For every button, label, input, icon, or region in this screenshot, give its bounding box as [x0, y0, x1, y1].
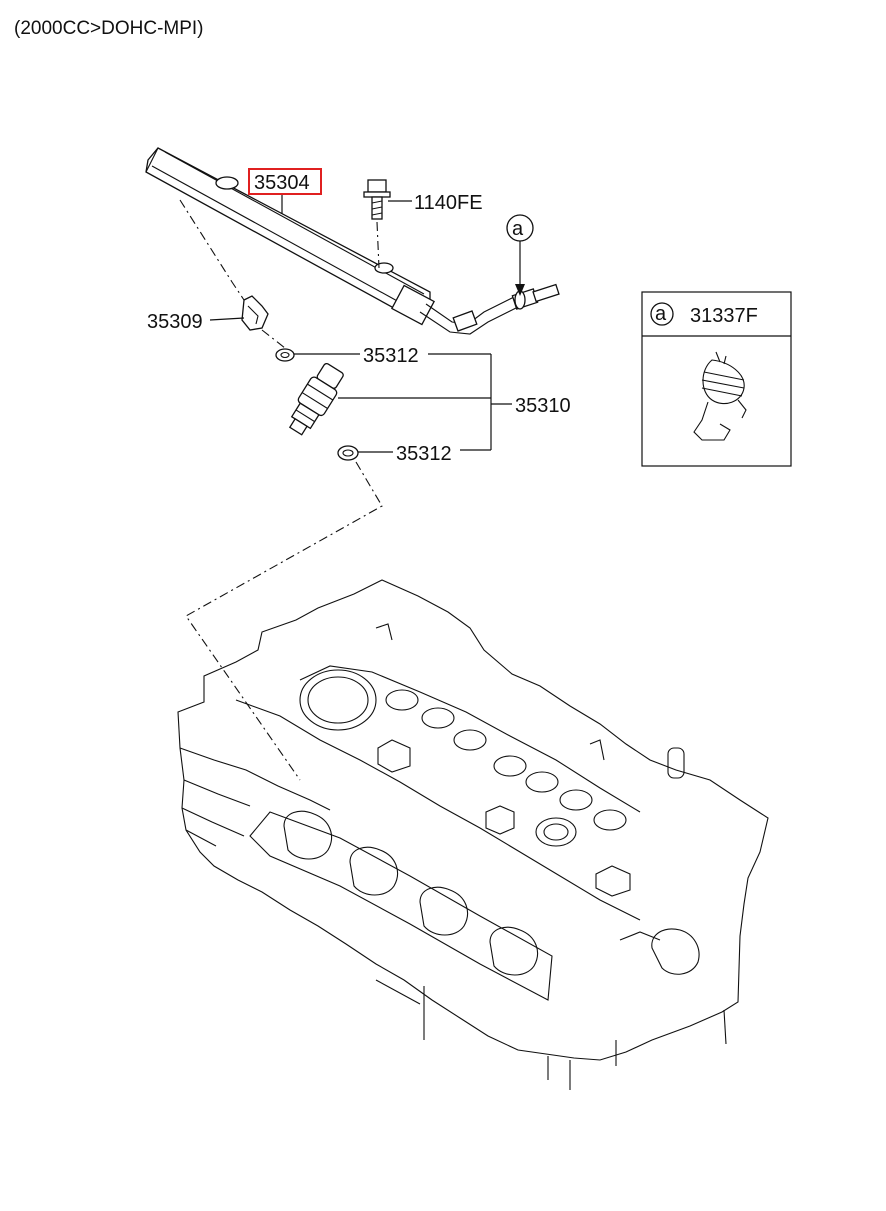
part-label-35312-upper: 35312 [363, 345, 419, 367]
diagram-title: (2000CC>DOHC-MPI) [14, 18, 204, 39]
leader-35304: 35304 [248, 168, 322, 214]
fuel-rail [145, 147, 560, 335]
leader-35309: 35309 [147, 311, 245, 333]
leader-1140FE: 1140FE [388, 192, 483, 214]
bolt [363, 179, 391, 269]
leader-35310: 35310 [338, 354, 571, 450]
clip-part-drawing [693, 351, 747, 441]
part-label-35309: 35309 [147, 311, 203, 333]
part-label-35310: 35310 [515, 395, 571, 417]
injector [288, 362, 344, 436]
callout-marker-pipe: a [506, 214, 534, 296]
assembly-line-clip [261, 329, 286, 349]
clip [241, 295, 269, 331]
callout-box: a 31337F [641, 291, 792, 467]
leader-35312-upper: 35312 [294, 345, 491, 367]
leader-35312-lower: 35312 [358, 443, 491, 465]
assembly-line-rail [179, 199, 245, 301]
part-label-35304: 35304 [254, 172, 310, 194]
svg-text:a: a [512, 218, 524, 240]
part-label-35312-lower: 35312 [396, 443, 452, 465]
cylinder-head [177, 579, 769, 1090]
o-ring-upper [275, 348, 295, 362]
callout-box-part-number: 31337F [690, 305, 758, 327]
part-highlight-box [248, 168, 322, 195]
o-ring-lower [337, 445, 359, 461]
part-label-1140FE: 1140FE [414, 192, 483, 214]
callout-box-marker: a [655, 303, 667, 325]
callout-box-marker-circle [650, 302, 674, 326]
assembly-line-head [185, 461, 383, 781]
